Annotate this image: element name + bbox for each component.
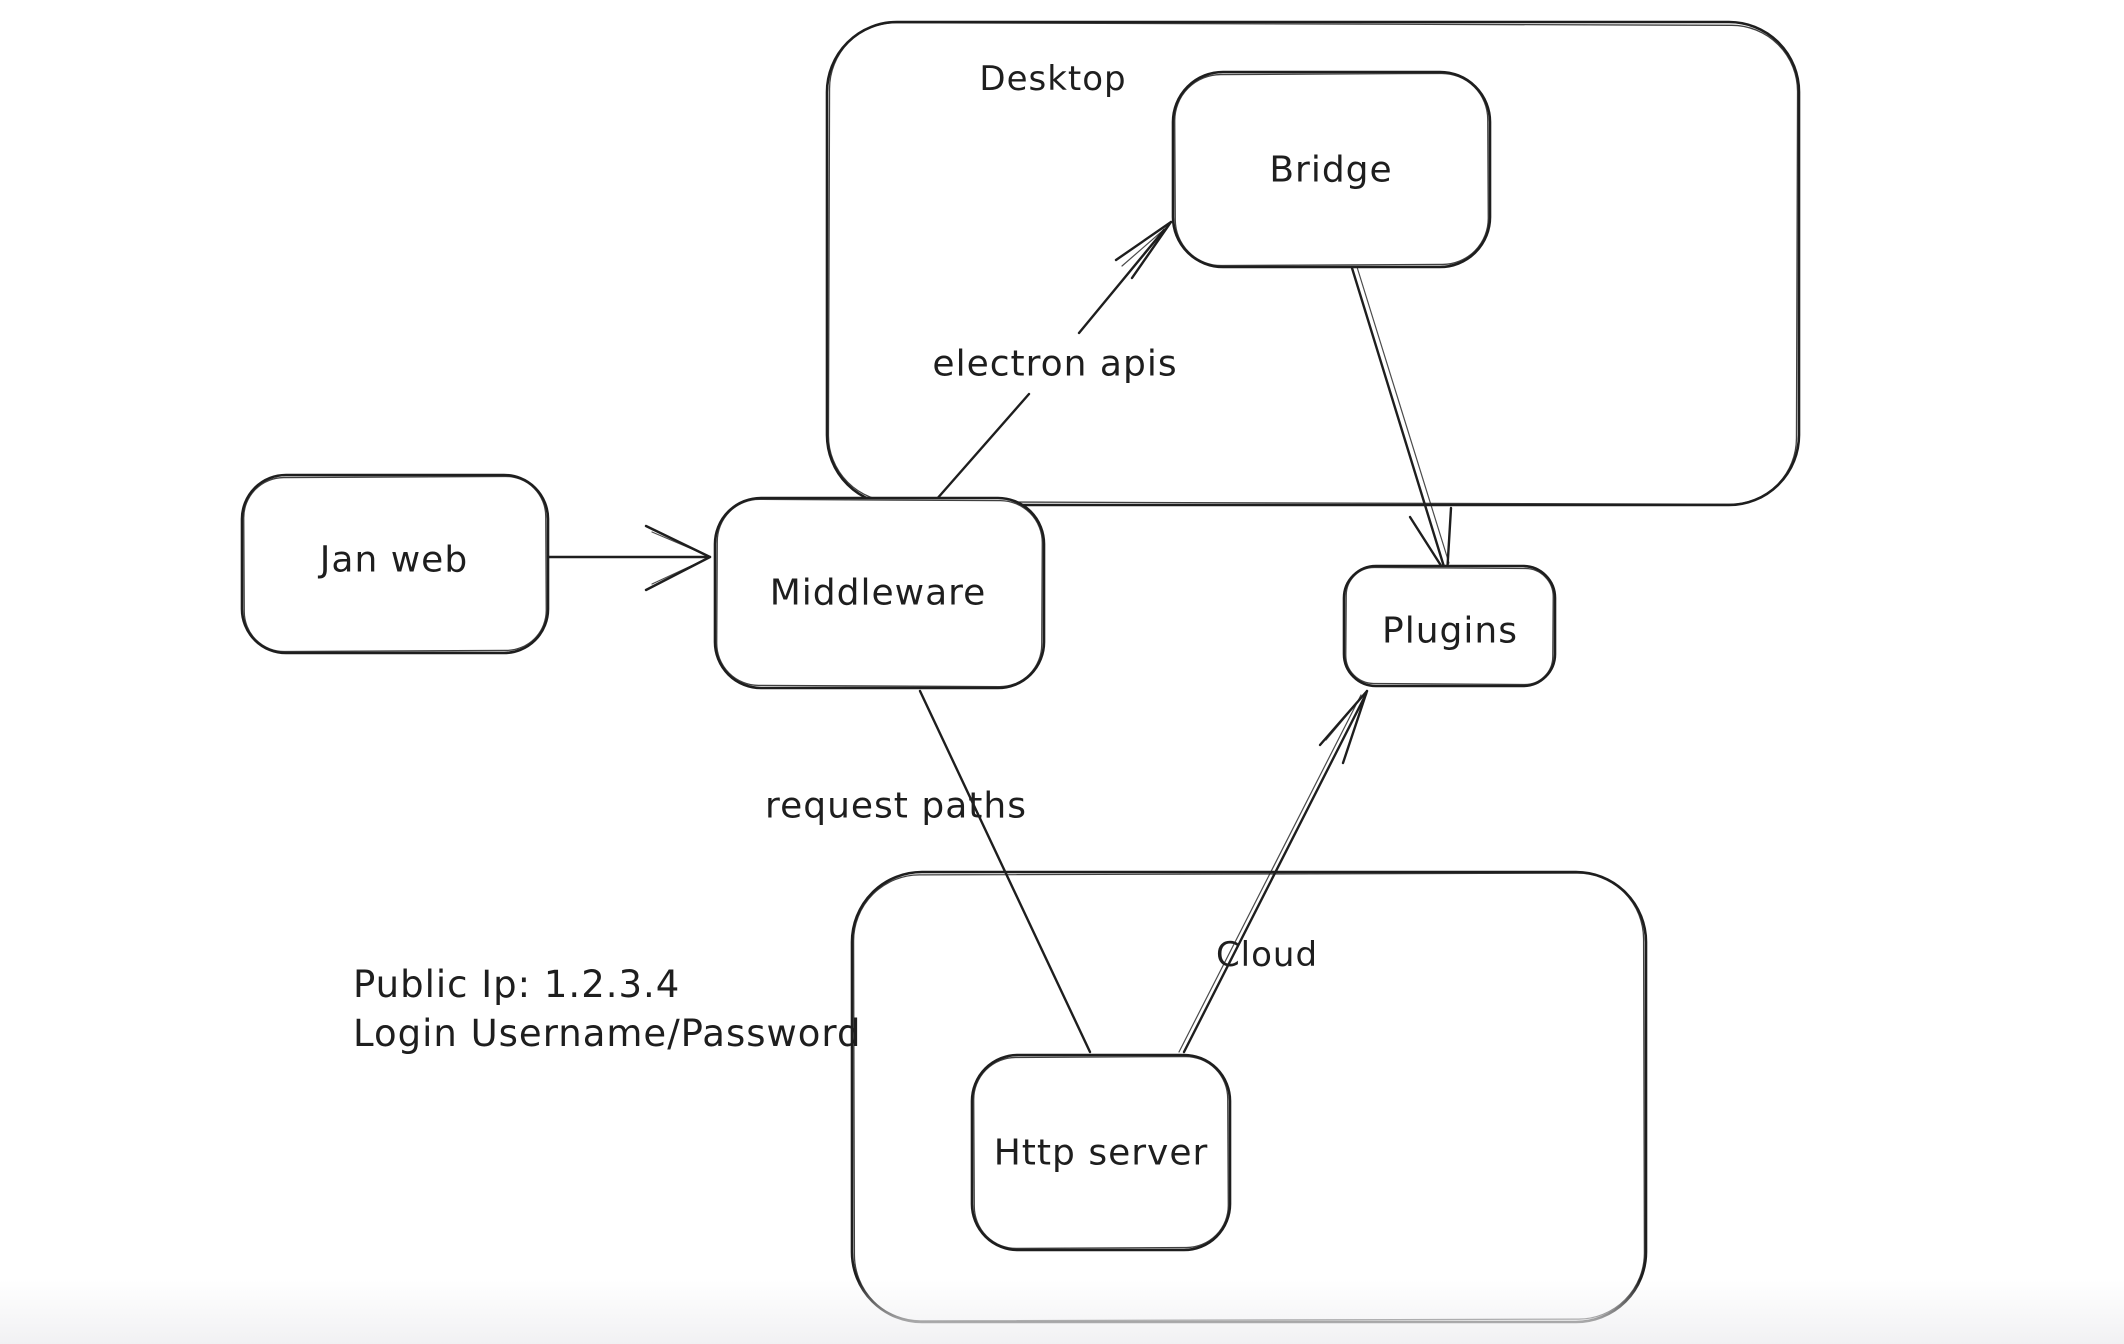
jan-web-node-label[interactable]: Jan web <box>319 539 469 581</box>
request-paths-edge-label[interactable]: request paths <box>765 785 1027 827</box>
plugins-node-label[interactable]: Plugins <box>1382 610 1518 652</box>
line-middleware-to-httpserver[interactable] <box>918 689 1092 1054</box>
public-ip-note[interactable]: Public Ip: 1.2.3.4 <box>353 963 681 1006</box>
jan-web-node-shape[interactable] <box>240 473 550 655</box>
bridge-node-label[interactable]: Bridge <box>1269 149 1393 191</box>
middleware-node-label[interactable]: Middleware <box>769 572 987 614</box>
login-note[interactable]: Login Username/Password <box>353 1012 862 1055</box>
http-server-node-shape[interactable] <box>970 1053 1232 1252</box>
electron-apis-edge-label[interactable]: electron apis <box>932 343 1178 385</box>
http-server-node-label[interactable]: Http server <box>993 1132 1209 1174</box>
arrow-middleware-to-bridge[interactable] <box>934 220 1173 502</box>
middleware-node-shape[interactable] <box>713 496 1046 690</box>
bridge-node-shape[interactable] <box>1171 70 1492 269</box>
plugins-node-shape[interactable] <box>1342 564 1557 688</box>
arrow-bridge-to-plugins[interactable] <box>1350 266 1453 577</box>
arrow-janweb-to-middleware[interactable] <box>547 524 712 592</box>
cloud-container-label[interactable]: Cloud <box>1215 935 1319 975</box>
arrow-httpserver-to-plugins[interactable] <box>1178 689 1369 1054</box>
desktop-container-label[interactable]: Desktop <box>979 59 1127 99</box>
